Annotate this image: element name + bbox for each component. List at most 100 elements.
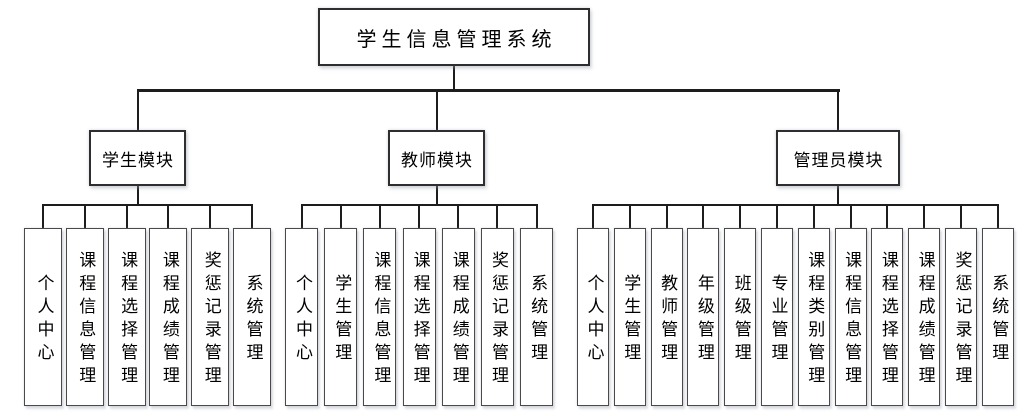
connector-leaf-drop <box>812 204 815 228</box>
leaf-course-grade-mgmt: 课程成绩管理 <box>149 204 188 406</box>
leaf-student-mgmt: 学生管理 <box>613 204 646 406</box>
leaf-system-mgmt: 系统管理 <box>520 204 554 406</box>
leaf-course-grade-mgmt: 课程成绩管理 <box>908 204 941 406</box>
leaf-student-mgmt: 学生管理 <box>324 204 358 406</box>
leaf-label: 课程信息管理 <box>841 251 862 389</box>
connector-leaf-drop <box>418 204 421 228</box>
leaf-course-selection-mgmt: 课程选择管理 <box>107 204 146 406</box>
node-student-module: 学生模块 <box>89 130 186 186</box>
connector-children-bus <box>301 204 537 206</box>
connector-children-bus <box>593 204 998 206</box>
connector-teacher-module-stem <box>435 185 438 205</box>
leaf-label: 课程信息管理 <box>370 251 391 389</box>
connector-leaf-drop <box>959 204 962 228</box>
group-teacher-children: 个人中心 学生管理 课程信息管理 课程选择管理 课程成绩管理 奖惩记录管理 系统… <box>285 204 554 406</box>
leaf-box: 课程信息管理 <box>834 228 867 406</box>
leaf-box: 课程类别管理 <box>797 228 830 406</box>
leaf-reward-punishment-mgmt: 奖惩记录管理 <box>191 204 230 406</box>
leaf-box: 教师管理 <box>650 228 683 406</box>
leaf-box: 课程选择管理 <box>402 228 436 406</box>
leaf-system-mgmt: 系统管理 <box>981 204 1014 406</box>
leaf-box: 课程成绩管理 <box>441 228 475 406</box>
leaf-box: 个人中心 <box>577 228 609 406</box>
connector-leaf-drop <box>775 204 778 228</box>
leaf-box: 课程信息管理 <box>363 228 397 406</box>
leaf-label: 课程信息管理 <box>75 251 96 389</box>
leaf-box: 班级管理 <box>724 228 757 406</box>
leaf-course-selection-mgmt: 课程选择管理 <box>402 204 436 406</box>
leaf-label: 专业管理 <box>767 274 788 366</box>
leaf-label: 课程选择管理 <box>117 251 138 389</box>
leaf-grade-level-mgmt: 年级管理 <box>687 204 720 406</box>
leaf-label: 课程选择管理 <box>877 251 898 389</box>
leaf-label: 学生管理 <box>331 274 352 366</box>
leaf-label: 教师管理 <box>657 274 678 366</box>
connector-drop-student-module <box>136 89 139 130</box>
leaf-box: 奖惩记录管理 <box>480 228 514 406</box>
group-admin-children: 个人中心 学生管理 教师管理 年级管理 班级管理 专业管理 课程类别管理 课程信… <box>577 204 1014 406</box>
leaf-label: 奖惩记录管理 <box>200 251 221 389</box>
leaf-label: 奖惩记录管理 <box>951 251 972 389</box>
connector-leaf-drop <box>886 204 889 228</box>
group-student-children: 个人中心 课程信息管理 课程选择管理 课程成绩管理 奖惩记录管理 系统管理 <box>24 204 271 406</box>
leaf-course-selection-mgmt: 课程选择管理 <box>871 204 904 406</box>
leaf-box: 学生管理 <box>613 228 646 406</box>
leaf-box: 系统管理 <box>232 228 271 406</box>
connector-level1-bus <box>136 89 840 92</box>
connector-leaf-drop <box>300 204 303 228</box>
connector-leaf-drop <box>702 204 705 228</box>
leaf-label: 课程类别管理 <box>804 251 825 389</box>
leaf-label: 奖惩记录管理 <box>487 251 508 389</box>
node-teacher-module: 教师模块 <box>388 130 485 186</box>
leaf-label: 个人中心 <box>583 274 604 366</box>
connector-leaf-drop <box>125 204 128 228</box>
leaf-label: 课程成绩管理 <box>158 251 179 389</box>
leaf-course-grade-mgmt: 课程成绩管理 <box>441 204 475 406</box>
leaf-course-category-mgmt: 课程类别管理 <box>797 204 830 406</box>
connector-drop-teacher-module <box>435 89 438 130</box>
connector-leaf-drop <box>849 204 852 228</box>
leaf-box: 课程选择管理 <box>871 228 904 406</box>
leaf-box: 个人中心 <box>285 228 318 406</box>
connector-leaf-drop <box>167 204 170 228</box>
leaf-personal-center: 个人中心 <box>577 204 609 406</box>
connector-leaf-drop <box>535 204 538 228</box>
leaf-personal-center: 个人中心 <box>285 204 318 406</box>
leaf-course-info-mgmt: 课程信息管理 <box>363 204 397 406</box>
leaf-label: 年级管理 <box>693 274 714 366</box>
connector-leaf-drop <box>923 204 926 228</box>
node-root-system: 学生信息管理系统 <box>318 8 590 66</box>
connector-leaf-drop <box>83 204 86 228</box>
leaf-label: 系统管理 <box>242 274 263 366</box>
leaf-box: 奖惩记录管理 <box>944 228 977 406</box>
leaf-label: 个人中心 <box>33 274 54 366</box>
connector-leaf-drop <box>209 204 212 228</box>
connector-student-module-stem <box>136 185 139 205</box>
connector-leaf-drop <box>628 204 631 228</box>
connector-leaf-drop <box>665 204 668 228</box>
leaf-label: 课程成绩管理 <box>914 251 935 389</box>
connector-leaf-drop <box>996 204 999 228</box>
leaf-box: 专业管理 <box>760 228 793 406</box>
leaf-teacher-mgmt: 教师管理 <box>650 204 683 406</box>
leaf-course-info-mgmt: 课程信息管理 <box>65 204 104 406</box>
leaf-box: 系统管理 <box>981 228 1014 406</box>
connector-leaf-drop <box>42 204 44 228</box>
leaf-system-mgmt: 系统管理 <box>232 204 271 406</box>
leaf-box: 课程成绩管理 <box>149 228 188 406</box>
leaf-box: 课程成绩管理 <box>908 228 941 406</box>
leaf-label: 系统管理 <box>527 274 548 366</box>
leaf-class-mgmt: 班级管理 <box>724 204 757 406</box>
node-admin-module: 管理员模块 <box>776 130 900 186</box>
leaf-box: 奖惩记录管理 <box>191 228 230 406</box>
connector-children-bus <box>43 204 252 206</box>
leaf-label: 学生管理 <box>620 274 641 366</box>
connector-leaf-drop <box>378 204 381 228</box>
connector-leaf-drop <box>496 204 499 228</box>
leaf-box: 课程选择管理 <box>107 228 146 406</box>
leaf-label: 课程成绩管理 <box>448 251 469 389</box>
leaf-major-mgmt: 专业管理 <box>760 204 793 406</box>
connector-drop-admin-module <box>837 89 839 130</box>
leaf-course-info-mgmt: 课程信息管理 <box>834 204 867 406</box>
